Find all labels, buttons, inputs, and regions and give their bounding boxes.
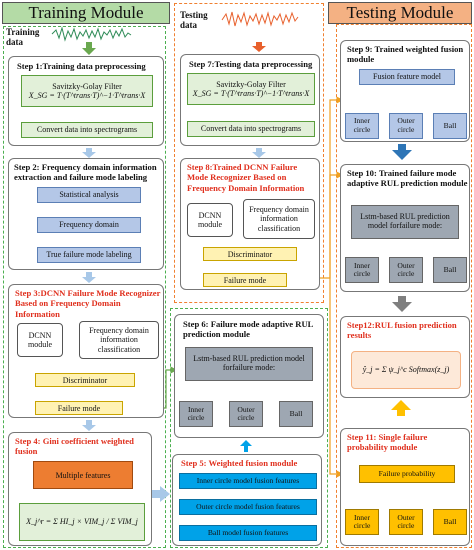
step-3-dcnn-module: DCNN module [17,323,63,357]
step-1-convert-box: Convert data into spectrograms [21,122,153,138]
step-11-box: Step 11: Single failure probability modu… [340,428,470,546]
step-8-frequency-classification: Frequency domain information classificat… [243,199,315,239]
step-2-true-failure-mode-labeling: True failure mode labeling [37,247,141,263]
step-4-title: Step 4: Gini coefficient weighted fusion [15,436,134,457]
step-4-box: Step 4: Gini coefficient weighted fusion… [8,432,152,546]
step-3-failure-mode: Failure mode [35,401,123,415]
step-2-title: Step 2: Frequency domain information ext… [14,162,157,183]
step-10-inner-circle: Inner circle [345,257,379,283]
step-9-title: Step 9: Trained weighted fusion module [347,44,464,65]
step-3-discriminator: Discriminator [35,373,135,387]
step-1-filter-box: Savitzky-Golay Filter X_SG = T·(T^trans·… [21,75,153,107]
step-8-dcnn-module: DCNN module [187,203,233,237]
training-signal-wave [51,26,132,42]
step-12-title: Step12:RUL fusion prediction results [347,320,457,341]
training-module-region [3,26,166,548]
step-5-ball-fusion: Ball model fusion features [179,525,317,541]
step-11-ball: Ball [433,509,467,535]
step-5-inner-circle-fusion: Inner circle model fusion features [179,473,317,489]
step-4-formula: X_j^r = Σ HI_j × VIM_j / Σ VIM_j [19,503,145,541]
step-9-inner-circle: Inner circle [345,113,379,139]
step-8-title: Step 8:Trained DCNN Failure Mode Recogni… [187,162,305,193]
step-8-discriminator: Discriminator [203,247,297,261]
step-1-title: Step 1:Training data preprocessing [17,61,146,71]
step-10-outer-circle: Outer circle [389,257,423,283]
step-11-failure-probability: Failure probability [359,465,455,483]
step-6-box: Step 6: Failure mode adaptive RUL predic… [174,314,324,438]
step-10-title: Step 10: Trained failure mode adaptive R… [347,168,468,189]
step-5-outer-circle-fusion: Outer circle model fusion features [179,499,317,515]
training-right-region [170,308,328,548]
testing-module-right-region [336,24,472,548]
step-1-box: Step 1:Training data preprocessing Savit… [8,56,164,146]
step-2-statistical-analysis: Statistical analysis [37,187,141,203]
step-10-lstm-box: Lstm-based RUL prediction model forfailu… [351,205,459,239]
step-11-inner-circle: Inner circle [345,509,379,535]
step-6-outer-circle: Outer circle [229,401,263,427]
step-6-inner-circle: Inner circle [179,401,213,427]
step-10-ball: Ball [433,257,467,283]
step-4-multiple-features: Multiple features [33,461,133,489]
step-9-ball: Ball [433,113,467,139]
step-9-fusion-feature-model: Fusion feature model [359,69,455,85]
step-9-outer-circle: Outer circle [389,113,423,139]
step-12-formula: ŷ_j = Σ ψ_j^c Softmax(z_j) [351,351,461,389]
step-7-box: Step 7:Testing data preprocessing Savitz… [180,54,320,146]
step-6-lstm-box: Lstm-based RUL prediction model forfailu… [185,347,313,381]
step-7-filter-box: Savitzky-Golay Filter X_SG = T·(T^trans·… [187,73,315,105]
step-7-filter-label: Savitzky-Golay Filter [216,79,286,89]
step-5-box: Step 5: Weighted fusion module Inner cir… [172,454,322,546]
step-7-title: Step 7:Testing data preprocessing [189,59,313,69]
step-5-title: Step 5: Weighted fusion module [181,458,298,468]
step-12-box: Step12:RUL fusion prediction results ŷ_j… [340,316,470,398]
step-8-box: Step 8:Trained DCNN Failure Mode Recogni… [180,158,320,290]
step-10-box: Step 10: Trained failure mode adaptive R… [340,164,470,292]
step-1-filter-label: Savitzky-Golay Filter [52,81,122,91]
testing-signal-wave [221,11,299,27]
step-6-ball: Ball [279,401,313,427]
step-3-title: Step 3:DCNN Failure Mode Recognizer Base… [15,288,161,319]
step-2-box: Step 2: Frequency domain information ext… [8,158,164,270]
step-7-convert-box: Convert data into spectrograms [187,121,315,137]
training-module-banner: Training Module [2,2,170,24]
step-2-frequency-domain: Frequency domain [37,217,141,233]
testing-data-label: Testing data [180,10,208,31]
testing-module-region [174,3,324,303]
training-data-label: Training data [6,27,40,48]
step-3-frequency-classification: Frequency domain information classificat… [79,321,159,359]
step-11-title: Step 11: Single failure probability modu… [347,432,428,453]
step-3-box: Step 3:DCNN Failure Mode Recognizer Base… [8,284,164,418]
step-11-outer-circle: Outer circle [389,509,423,535]
step-1-formula: X_SG = T·(T^trans·T)^−1·T^trans·X [28,90,146,100]
step-8-failure-mode: Failure mode [203,273,287,287]
step-6-title: Step 6: Failure mode adaptive RUL predic… [183,319,313,340]
testing-module-banner: Testing Module [328,2,472,24]
step-7-formula: X_SG = T·(T^trans·T)^−1·T^trans·X [192,88,310,98]
step-9-box: Step 9: Trained weighted fusion module F… [340,40,470,142]
